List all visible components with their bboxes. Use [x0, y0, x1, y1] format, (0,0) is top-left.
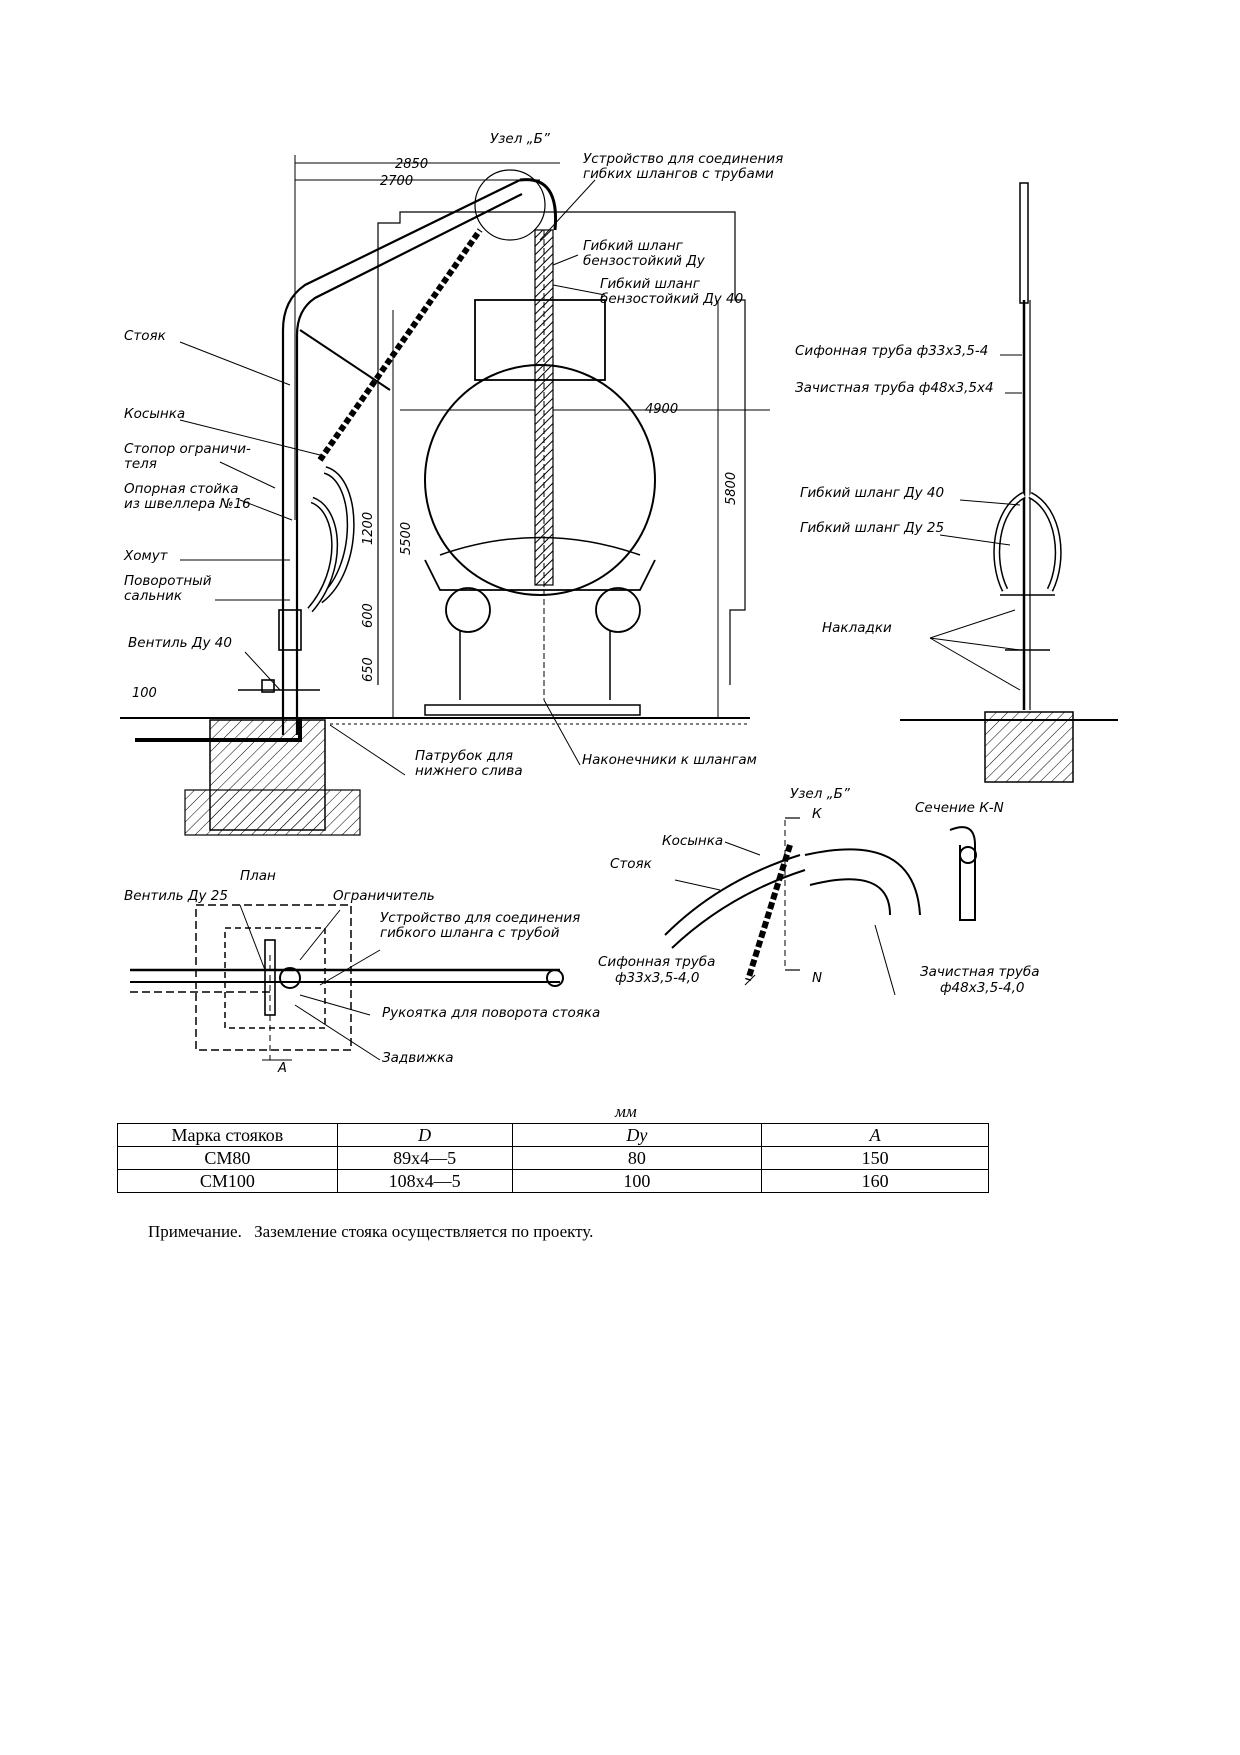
dim-1200: 1200 — [361, 512, 376, 545]
dim-5800: 5800 — [724, 472, 739, 505]
label-device-2: гибких шлангов с трубами — [583, 166, 774, 182]
label-rukoyatka: Рукоятка для поворота стояка — [382, 1005, 600, 1021]
label-sifon-right: Сифонная труба ф33х3,5-4 — [795, 343, 988, 359]
label-k-mark: К — [812, 806, 823, 822]
table-cell: СМ100 — [117, 1169, 338, 1193]
label-kosynka-detail: Косынка — [662, 833, 723, 849]
label-khomut: Хомут — [123, 548, 169, 564]
label-uzel-b: Узел „Б” — [490, 131, 551, 147]
table-header-cell: Марка стояков — [117, 1123, 338, 1147]
label-hose40-right: Гибкий шланг Ду 40 — [800, 485, 944, 501]
label-stopor-1: Стопор ограничи- — [124, 441, 251, 457]
main-elevation — [120, 155, 770, 836]
label-hose2-1: Гибкий шланг — [600, 276, 701, 292]
label-stopor-2: теля — [124, 456, 157, 472]
label-patrubok-2: нижнего слива — [415, 763, 523, 779]
label-sifon-detail-1: Сифонная труба — [598, 954, 715, 970]
label-hose2-2: бензостойкий Ду 40 — [600, 291, 743, 307]
label-zachist-detail-2: ф48х3,5-4,0 — [940, 980, 1025, 996]
label-nakladki: Накладки — [822, 620, 892, 636]
dim-4900: 4900 — [645, 402, 678, 417]
label-povorot-1: Поворотный — [124, 573, 212, 589]
dim-600: 600 — [361, 603, 376, 628]
label-opornaya-2: из швеллера №16 — [124, 496, 251, 512]
label-sifon-detail-2: ф33х3,5-4,0 — [615, 970, 700, 986]
dim-a: А — [277, 1061, 287, 1076]
label-zadvizhka: Задвижка — [382, 1050, 454, 1066]
label-zachist-right: Зачистная труба ф48х3,5х4 — [795, 380, 994, 396]
label-ogranichitel: Ограничитель — [333, 888, 435, 904]
table-cell: 150 — [761, 1146, 989, 1170]
riser-spec-table: Марка стояков D Dy A СМ80 89x4—5 80 150 … — [117, 1123, 989, 1193]
table-header-cell: A — [761, 1123, 989, 1147]
dim-5500: 5500 — [399, 522, 414, 555]
plan-view — [130, 904, 564, 1061]
table-header-cell: D — [336, 1123, 513, 1147]
label-n-mark: N — [812, 970, 822, 986]
table-cell: 160 — [761, 1169, 989, 1193]
label-hose25-right: Гибкий шланг Ду 25 — [800, 520, 944, 536]
label-stoyak: Стояк — [124, 328, 167, 344]
side-elevation — [900, 182, 1118, 783]
table-cell: 108x4—5 — [336, 1169, 513, 1193]
table-header-row: Марка стояков D Dy A — [117, 1123, 989, 1147]
dim-2850: 2850 — [395, 157, 428, 172]
label-hose1-1: Гибкий шланг — [583, 238, 684, 254]
table-row: СМ80 89x4—5 80 150 — [117, 1146, 989, 1170]
table-header-cell: Dy — [511, 1123, 763, 1147]
drawing-labels: Узел „Б” 2850 2700 Устройство для соедин… — [123, 131, 1040, 1076]
label-device-plan-1: Устройство для соединения — [380, 910, 580, 926]
label-nakonechniki: Наконечники к шлангам — [582, 752, 757, 768]
table-cell: СМ80 — [117, 1146, 338, 1170]
label-stoyak-detail: Стояк — [610, 856, 653, 872]
label-section-kn: Сечение К-N — [915, 800, 1004, 816]
table-row: СМ100 108x4—5 100 160 — [117, 1169, 989, 1193]
node-b-detail — [664, 817, 977, 996]
dim-650: 650 — [361, 657, 376, 682]
note: Примечание. Заземление стояка осуществля… — [148, 1222, 601, 1242]
units-label: мм — [615, 1102, 637, 1121]
label-hose1-2: бензостойкий Ду — [583, 253, 706, 269]
technical-drawing: Узел „Б” 2850 2700 Устройство для соедин… — [120, 131, 1118, 1076]
label-zachist-detail-1: Зачистная труба — [920, 964, 1040, 980]
label-plan: План — [240, 868, 276, 884]
label-ventil25: Вентиль Ду 25 — [124, 888, 228, 904]
label-device-plan-2: гибкого шланга с трубой — [380, 925, 560, 941]
note-label: Примечание. — [148, 1222, 242, 1241]
table-cell: 80 — [511, 1146, 763, 1170]
label-device-1: Устройство для соединения — [583, 151, 783, 167]
label-kosynka: Косынка — [124, 406, 185, 422]
dim-100: 100 — [132, 686, 157, 701]
label-ventil40: Вентиль Ду 40 — [128, 635, 232, 651]
label-opornaya-1: Опорная стойка — [124, 481, 239, 497]
label-patrubok-1: Патрубок для — [415, 748, 513, 764]
dim-2700: 2700 — [380, 174, 413, 189]
note-text: Заземление стояка осуществляется по прое… — [254, 1222, 594, 1241]
label-uzel-b-detail: Узел „Б” — [790, 786, 851, 802]
table-cell: 100 — [511, 1169, 763, 1193]
table-cell: 89x4—5 — [336, 1146, 513, 1170]
label-povorot-2: сальник — [124, 588, 183, 604]
